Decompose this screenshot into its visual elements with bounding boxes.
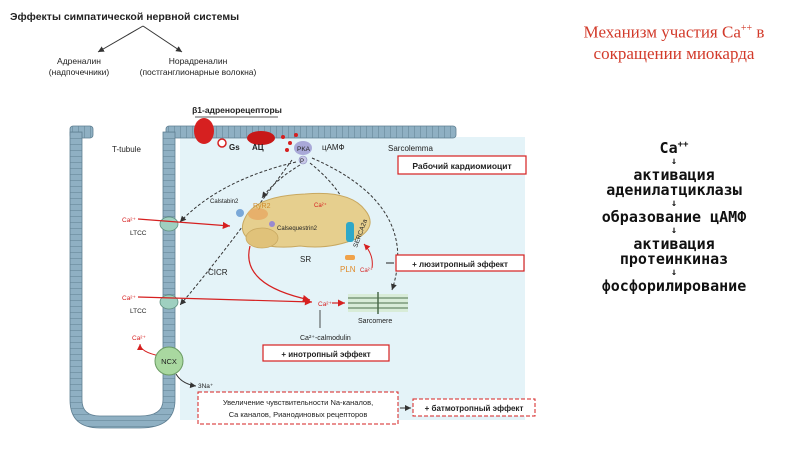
cytosolic-ca-label: Ca²⁺ (318, 301, 332, 308)
title-suffix: в (752, 22, 765, 42)
noradrenaline-label: Норадреналин (169, 56, 228, 66)
receptors-label: β1-адренорецепторы (192, 105, 282, 115)
pka-enzyme (294, 141, 312, 155)
sarcolemma-label: Sarcolemma (388, 144, 433, 153)
ryr2-label: RyR2 (253, 203, 271, 210)
bathmotropic-box (412, 398, 536, 417)
t-tubule-label: T-tubule (112, 145, 141, 154)
heading-connector-right (142, 25, 183, 53)
chain-ion-charge: ++ (677, 140, 689, 150)
ltcc-lower-label: LTCC (130, 308, 147, 315)
chain-arrow-down-icon: ↓ (670, 156, 678, 167)
lusitropic-label: + люзитропный эффект (412, 260, 508, 269)
sympathetic-effects-diagram: Эффекты симпатической нервной системы Ад… (10, 11, 536, 429)
chain-arrow-down-icon: ↓ (670, 267, 678, 278)
cicr-label: CICR (208, 268, 228, 277)
ac-label: АЦ (252, 143, 264, 152)
pln-label: PLN (340, 265, 356, 274)
sarcomere-label: Sarcomere (358, 318, 392, 325)
sarcomere (348, 292, 408, 314)
sr-ca-label: Ca²⁺ (314, 202, 327, 209)
chain-step2: образование цАМФ (601, 208, 747, 226)
chain-step3-line1: активация (633, 235, 715, 253)
pln-ca-label: Ca²⁺ (360, 267, 373, 274)
adrenaline-source: (надпочечники) (49, 67, 110, 77)
calsequestrin-protein (269, 221, 275, 227)
pln-protein (345, 255, 355, 260)
chain-arrow-down-icon: ↓ (670, 198, 678, 209)
chain-step4: фосфорилирование (601, 277, 747, 295)
t-tubule-membrane (69, 131, 176, 429)
serca2a-pump (346, 222, 354, 242)
diagram-heading: Эффекты симпатической нервной системы (10, 11, 239, 23)
cell-label: Рабочий кардиомиоцит (412, 161, 511, 171)
slide-title: Механизм участия Ca++ в сокращении миока… (548, 18, 800, 64)
heading-connector-left (97, 25, 144, 53)
ltcc-upper-ca: Ca²⁺ (122, 217, 136, 224)
calsequestrin-label: Calsequestrin2 (277, 226, 318, 232)
inotropic-label: + инотропный эффект (281, 350, 370, 359)
gs-label: Gs (229, 143, 240, 152)
inotropic-box (262, 344, 390, 362)
slide-title-line1: Механизм участия Ca++ в (548, 18, 800, 43)
pka-arrow-ncx (179, 159, 293, 306)
na-label: 3Na⁺ (198, 383, 214, 390)
slide-title-line2: сокращении миокарда (593, 43, 755, 63)
chain-step3-line2: протеинкиназ (619, 250, 729, 268)
calmodulin-label: Ca²⁺-calmodulin (300, 335, 351, 342)
chain-step1-line1: активация (633, 166, 715, 184)
phosphate (298, 155, 308, 165)
na-influx-arrow (175, 373, 197, 389)
ca-reuptake-arrow (363, 243, 373, 269)
chain-step1-line2: аденилатциклазы (606, 181, 742, 199)
beta1-receptor (194, 118, 214, 144)
chain-ion-symbol: Ca (659, 139, 678, 157)
ltcc-channel-upper (159, 216, 179, 232)
adenylate-cyclase (247, 131, 275, 145)
sr-label: SR (300, 255, 311, 264)
cytoplasm (180, 137, 525, 420)
sensitivity-line1: Увеличение чувствительности Na-каналов, (223, 398, 373, 407)
phosphate-label: P (300, 159, 304, 165)
ncx-exchanger (154, 346, 184, 376)
pka-arrow-ltcc (179, 161, 297, 223)
bathmotropic-label: + батмотропный эффект (425, 404, 524, 413)
calstabin-label: Calstabin2 (210, 199, 239, 205)
camp-dot (285, 148, 289, 152)
title-superscript: ++ (740, 23, 753, 34)
camp-dot (281, 135, 285, 139)
sensitivity-line2: Ca каналов, Рианодиновых рецепторов (229, 410, 368, 419)
noradrenaline-source: (постганглионарные волокна) (140, 67, 257, 77)
camp-label: цАМФ (322, 143, 345, 152)
camp-dot (288, 141, 292, 145)
ltcc-lower-ca: Ca²⁺ (122, 295, 136, 302)
ncx-label: NCX (161, 357, 177, 366)
cell-label-box (397, 155, 527, 175)
calstabin-protein (236, 209, 244, 217)
pka-label: PKA (297, 146, 311, 153)
chain-arrow-down-icon: ↓ (670, 225, 678, 236)
sr-lobe (245, 227, 279, 249)
sensitivity-box (197, 391, 399, 425)
mechanism-chain: Ca++ ↓ активация аденилатциклазы ↓ образ… (548, 138, 800, 294)
ltcc-upper-label: LTCC (130, 230, 147, 237)
ltcc-channel-lower (159, 294, 179, 310)
adrenaline-label: Адреналин (57, 56, 101, 66)
ryr2-channel (248, 208, 268, 220)
ca-influx-arrow-lower (137, 296, 313, 306)
pka-arrow-ryr (261, 164, 301, 199)
chain-ion: Ca++ (548, 138, 800, 156)
ncx-ca-label: Ca²⁺ (132, 335, 146, 342)
cicr-arrow (248, 245, 311, 303)
lusitropic-box (395, 254, 525, 272)
gs-protein (217, 138, 227, 148)
t-tubule-lumen (83, 137, 166, 420)
ca-influx-arrow-upper (137, 218, 231, 230)
title-prefix: Механизм участия Ca (583, 22, 741, 42)
camp-dot (294, 133, 298, 137)
